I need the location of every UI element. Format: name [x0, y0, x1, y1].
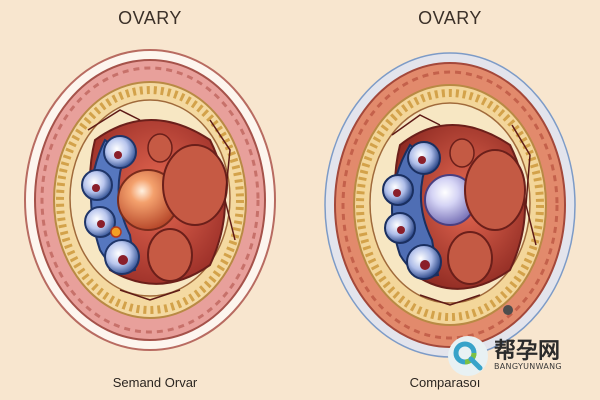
left-title: OVARY: [118, 8, 182, 28]
left-ovary-panel: OVARY: [24, 8, 276, 390]
watermark-name: 帮孕网: [494, 339, 561, 365]
right-corpus-lower: [447, 231, 493, 285]
left-small-follicle: [147, 133, 173, 163]
left-corpus-upper: [162, 144, 228, 226]
right-title: OVARY: [418, 8, 482, 28]
left-follicle-chain: [81, 135, 140, 275]
watermark-logo: 帮孕网 BANGYUNWANG: [448, 330, 588, 382]
right-ovary-diagram: [324, 52, 576, 358]
right-caption: Comparasoı: [409, 375, 481, 390]
left-tissue-stripes: [40, 66, 260, 334]
left-blood-vessels: [87, 109, 236, 301]
right-fat-dots: [356, 89, 544, 321]
right-small-follicle: [449, 138, 475, 168]
watermark-text: 帮孕网 BANGYUNWANG: [494, 340, 562, 371]
left-fat-dots: [56, 86, 244, 314]
watermark-subtitle: BANGYUNWANG: [494, 362, 562, 372]
right-blood-vessels: [391, 114, 537, 306]
right-side-probe: [503, 305, 513, 315]
right-follicle-chain: [382, 141, 442, 280]
magnifier-logo-icon: [448, 336, 488, 376]
right-tissue-stripes: [341, 70, 559, 340]
right-corpus-upper: [464, 149, 526, 231]
right-ovary-panel: OVARY: [300, 0, 600, 400]
left-caption: Semand Orvar: [112, 375, 198, 390]
left-ovary-diagram: [24, 49, 276, 351]
left-corpus-lower: [147, 228, 193, 282]
